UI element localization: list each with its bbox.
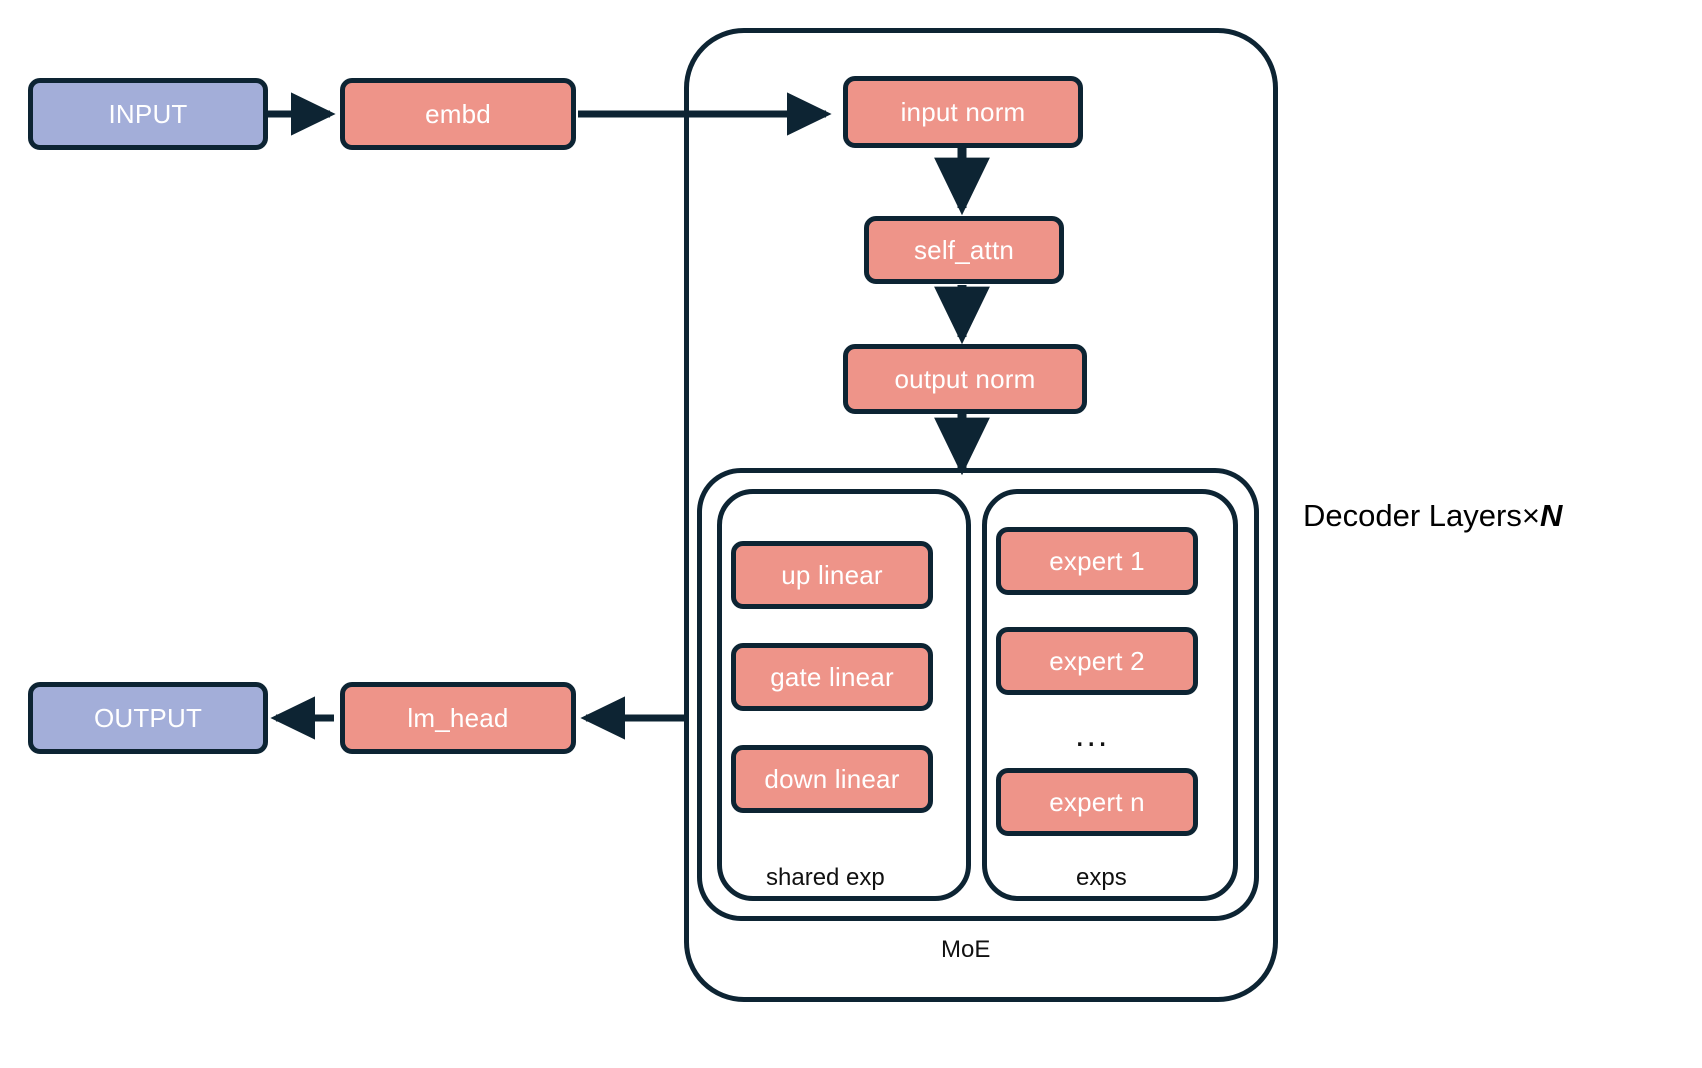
moe-container-label: MoE <box>941 938 990 962</box>
moe-label-text: MoE <box>941 936 991 963</box>
expert-2-node[interactable]: expert 2 <box>996 627 1198 695</box>
experts-label: exps <box>1076 866 1127 890</box>
input-norm-node[interactable]: input norm <box>843 76 1083 148</box>
experts-ellipsis-text: ... <box>1075 716 1110 754</box>
decoder-layer-container <box>684 28 1278 1002</box>
experts-label-text: exps <box>1076 864 1127 891</box>
expert-1-label: expert 1 <box>1049 546 1145 576</box>
self-attn-node[interactable]: self_attn <box>864 216 1064 284</box>
shared-expert-gate-linear[interactable]: gate linear <box>731 643 933 711</box>
down-linear-label: down linear <box>764 764 900 794</box>
shared-expert-label: shared exp <box>766 866 885 890</box>
input-node[interactable]: INPUT <box>28 78 268 150</box>
expert-n-label: expert n <box>1049 787 1145 817</box>
output-node-label: OUTPUT <box>93 703 203 733</box>
expert-2-label: expert 2 <box>1049 646 1145 676</box>
decoder-layers-annotation: Decoder Layers×N <box>1303 500 1562 531</box>
shared-expert-label-text: shared exp <box>766 864 885 891</box>
input-node-label: INPUT <box>108 99 188 129</box>
up-linear-label: up linear <box>781 560 883 590</box>
gate-linear-label: gate linear <box>770 662 894 692</box>
decoder-layers-count-var: N <box>1539 498 1563 533</box>
input-norm-label: input norm <box>900 97 1026 127</box>
lm-head-node-label: lm_head <box>407 703 509 733</box>
embd-node[interactable]: embd <box>340 78 576 150</box>
decoder-layers-annotation-text: Decoder Layers× <box>1303 498 1540 533</box>
embd-node-label: embd <box>425 99 491 129</box>
output-node[interactable]: OUTPUT <box>28 682 268 754</box>
experts-ellipsis: ... <box>1075 718 1109 752</box>
experts-container <box>982 489 1238 901</box>
expert-1-node[interactable]: expert 1 <box>996 527 1198 595</box>
shared-expert-up-linear[interactable]: up linear <box>731 541 933 609</box>
output-norm-node[interactable]: output norm <box>843 344 1087 414</box>
output-norm-label: output norm <box>894 364 1036 394</box>
lm-head-node[interactable]: lm_head <box>340 682 576 754</box>
expert-n-node[interactable]: expert n <box>996 768 1198 836</box>
shared-expert-container <box>717 489 971 901</box>
shared-expert-down-linear[interactable]: down linear <box>731 745 933 813</box>
self-attn-label: self_attn <box>913 235 1015 265</box>
